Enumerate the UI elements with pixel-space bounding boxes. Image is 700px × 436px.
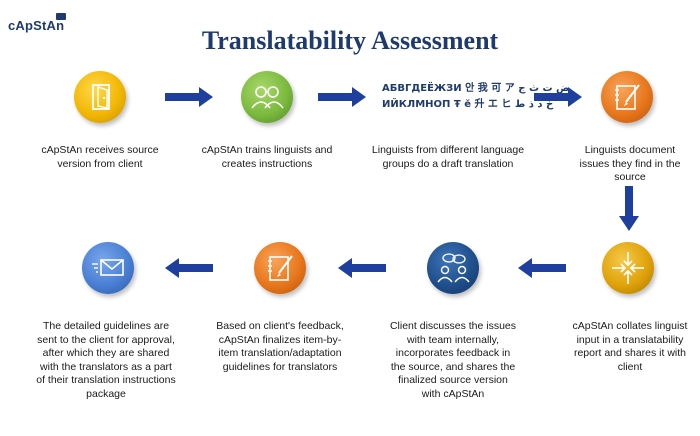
step-7-label: Based on client's feedback, cApStAn fina… [216,320,344,373]
arrow-left-1 [518,258,566,278]
page-title: Translatability Assessment [201,26,499,55]
scripts-line-2: ИЙКЛМНОП Ŧ ĕ 升 エ ヒ خ د ذ ط [382,99,554,110]
step-6-circle [427,242,479,294]
capstan-logo: cApStAn [8,18,65,33]
step-4-label: Linguists document issues they find in t… [579,144,681,183]
arrow-left-3 [165,258,213,278]
scripts-graphic: АБВГДЕЁЖЗИ 안 我 可 ア ض ت ث ج ИЙКЛМНОП Ŧ ĕ … [382,77,569,113]
discussion-icon [437,253,470,283]
scripts-line-1: АБВГДЕЁЖЗИ 안 我 可 ア ض ت ث ج [382,83,570,94]
collate-arrows-icon [612,252,644,284]
door-icon [92,84,110,110]
step-5-label: cApStAn collates linguist input in a tra… [572,320,688,373]
notepad-pen-icon [268,255,293,281]
step-5-circle [602,242,654,294]
arrow-right-1 [165,87,213,107]
arrow-right-2 [318,87,366,107]
step-4-circle [601,71,653,123]
people-icon [251,86,284,109]
notepad-pen-icon [615,84,640,110]
arrow-down [619,186,639,231]
step-1-circle [74,71,126,123]
step-2-circle [241,71,293,123]
arrow-left-2 [338,258,386,278]
step-7-circle [254,242,306,294]
step-8-circle [82,242,134,294]
step-2-label: cApStAn trains linguists and creates ins… [201,144,333,170]
step-6-label: Client discusses the issues with team in… [389,320,517,400]
step-3-label: Linguists from different language groups… [371,144,525,170]
logo-badge-icon [56,13,66,20]
envelope-icon [92,259,124,276]
step-1-label: cApStAn receives source version from cli… [41,144,159,170]
arrow-right-3 [534,87,582,107]
step-8-label: The detailed guidelines are sent to the … [36,320,176,400]
